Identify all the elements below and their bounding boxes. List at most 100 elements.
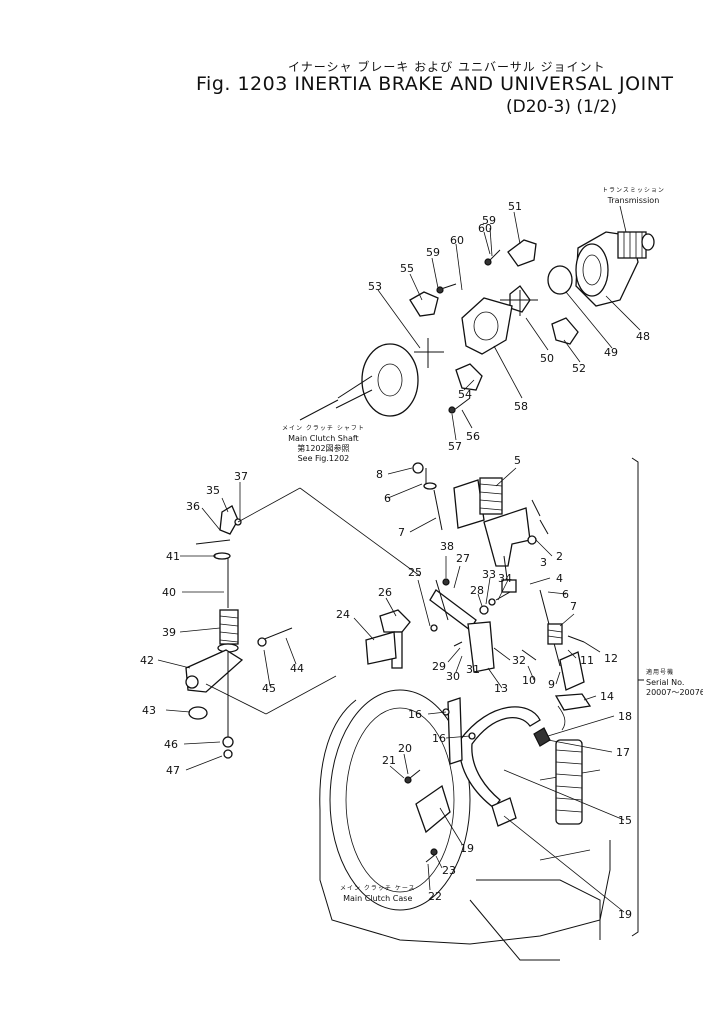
callout-10: 10 [522,674,536,687]
serial-bracket [631,457,639,937]
serial-note-jp: 適用号機 [646,669,675,676]
callout-23: 23 [442,864,456,877]
universal-joint-right-part [500,239,579,345]
callout-19: 19 [618,908,632,921]
callout-58: 58 [514,400,528,413]
callout-9: 9 [548,678,555,691]
transmission-note: トランスミッション Transmission [602,186,665,206]
clutch-drum-part [299,343,419,421]
callout-6: 6 [562,588,569,601]
callout-30: 30 [446,670,460,683]
callout-6: 6 [384,492,391,505]
callout-60: 60 [478,222,492,235]
right-rod-part [521,589,592,731]
callout-43: 43 [142,704,156,717]
callout-22: 22 [428,890,442,903]
transmission-note-jp: トランスミッション [602,187,665,194]
callout-59: 59 [482,214,496,227]
figure-title: Fig. 1203 INERTIA BRAKE AND UNIVERSAL JO… [196,73,674,95]
main-clutch-case-note-jp: メイン クラッチ ケース [340,885,416,892]
callout-11: 11 [580,654,594,667]
callout-49: 49 [604,346,618,359]
callout-12: 12 [604,652,618,665]
callout-31: 31 [466,663,480,676]
callout-24: 24 [336,608,350,621]
cover-disc-part [547,265,573,295]
callout-15: 15 [618,814,632,827]
callout-52: 52 [572,362,586,375]
callout-16: 16 [408,708,422,721]
callout-8: 8 [376,468,383,481]
callout-5: 5 [514,454,521,467]
main-clutch-case-note: メイン クラッチ ケース Main Clutch Case [340,884,416,904]
main-clutch-case-note-en: Main Clutch Case [343,894,413,903]
callout-32: 32 [512,654,526,667]
callout-54: 54 [458,388,472,401]
callout-57: 57 [448,440,462,453]
callout-33: 33 [482,568,496,581]
callout-41: 41 [166,550,180,563]
main-clutch-shaft-note: メイン クラッチ シャフト Main Clutch Shaft 第1202図参照… [282,424,365,464]
callout-46: 46 [164,738,178,751]
serial-number-note: 適用号機 Serial No. 20007～20076 [646,668,703,698]
callout-35: 35 [206,484,220,497]
title-japanese: イナーシャ ブレーキ および ユニバーサル ジョイント [288,60,606,74]
callout-3: 3 [540,556,547,569]
brake-plate-part [461,297,513,355]
main-clutch-shaft-note-jp: メイン クラッチ シャフト [282,425,365,432]
transmission-note-en: Transmission [607,196,660,205]
callout-25: 25 [408,566,422,579]
callout-60: 60 [450,234,464,247]
center-linkage-part [365,578,511,673]
brake-shoe-right-part [491,797,517,827]
callout-14: 14 [600,690,614,703]
callout-37: 37 [234,470,248,483]
see-fig-note-jp: 第1202図参照 [297,444,350,453]
callout-38: 38 [440,540,454,553]
callout-7: 7 [398,526,405,539]
callout-48: 48 [636,330,650,343]
callout-26: 26 [378,586,392,599]
callout-19: 19 [460,842,474,855]
callout-50: 50 [540,352,554,365]
callout-29: 29 [432,660,446,673]
brake-shoe-part [415,784,451,834]
callout-42: 42 [140,654,154,667]
left-linkage-part [185,505,293,759]
callout-47: 47 [166,764,180,777]
callout-59: 59 [426,246,440,259]
callout-56: 56 [466,430,480,443]
callout-34: 34 [498,572,512,585]
callout-21: 21 [382,754,396,767]
callout-13: 13 [494,682,508,695]
callout-39: 39 [162,626,176,639]
leader-lines-lower [157,467,625,913]
bolts-upper-part [436,249,501,414]
callout-27: 27 [456,552,470,565]
callout-55: 55 [400,262,414,275]
leader-lines-upper [377,205,641,441]
linkage-guide-lines [205,487,421,715]
callout-36: 36 [186,500,200,513]
serial-note-range: 20007～20076 [646,688,703,697]
upper-spring-part [412,462,549,593]
callout-51: 51 [508,200,522,213]
callout-18: 18 [618,710,632,723]
brake-band-part [458,706,541,809]
serial-note-label: Serial No. [646,678,685,687]
figure-subtitle: (D20-3) (1/2) [506,97,617,117]
see-fig-note-en: See Fig.1202 [297,454,350,463]
transmission-flange-part [575,231,655,307]
callout-16: 16 [432,732,446,745]
callout-17: 17 [616,746,630,759]
callout-2: 2 [556,550,563,563]
spring-tube-part [555,739,583,825]
callout-53: 53 [368,280,382,293]
universal-joint-left-part [409,291,483,391]
band-end-part [533,727,551,747]
callout-4: 4 [556,572,563,585]
callout-20: 20 [398,742,412,755]
callout-7: 7 [570,600,577,613]
callout-40: 40 [162,586,176,599]
